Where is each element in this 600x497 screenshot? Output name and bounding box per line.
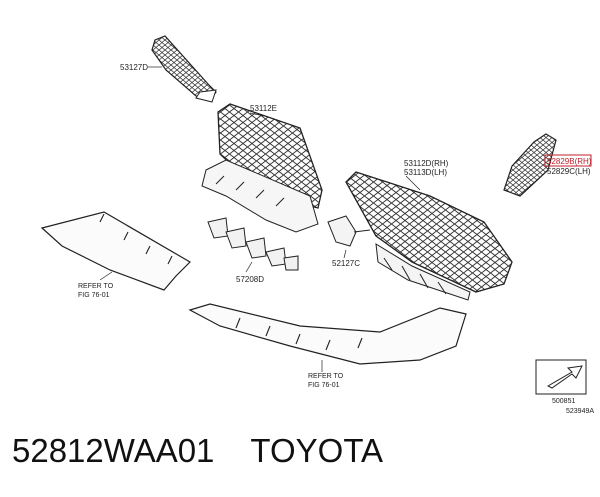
brand-name: TOYOTA [250,432,384,469]
left-bumper-part [40,211,191,291]
label-53127d: 53127D [120,63,148,72]
label-bottom-fig: FIG 76-01 [308,382,340,389]
center-mesh-grille-part [201,103,323,233]
part-caption: 52812WAA01 TOYOTA [12,432,383,470]
label-53113d-lh: 53113D(LH) [404,168,447,177]
large-side-grille-part [345,171,513,301]
label-57208d: 57208D [236,275,264,284]
highlight-box [544,154,592,167]
label-52829b-rh: 52829B(RH) [547,157,592,166]
orientation-arrow-icon [535,359,587,395]
small-bracket-part [327,215,371,259]
upper-small-grille-part [148,35,217,103]
label-53112e: 53112E [250,104,277,113]
side-mesh-insert-part [503,133,557,197]
exploded-parts-diagram: 53127D 53112E 53112D(RH) 53113D(LH) 5282… [40,35,594,415]
label-52829c-lh: 52829C(LH) [547,167,591,176]
label-bottom-refer: REFER TO [308,373,344,380]
label-left-fig: FIG 76-01 [78,292,110,299]
label-left-refer: REFER TO [78,283,114,290]
clip-set-part [207,217,299,273]
label-52127c: 52127C [332,259,360,268]
footer-code-1: 500851 [552,398,575,405]
label-53112d-rh: 53112D(RH) [404,159,449,168]
footer-code-2: 523949A [566,408,594,415]
bottom-bumper-part [188,303,467,372]
part-number: 52812WAA01 [12,432,215,469]
